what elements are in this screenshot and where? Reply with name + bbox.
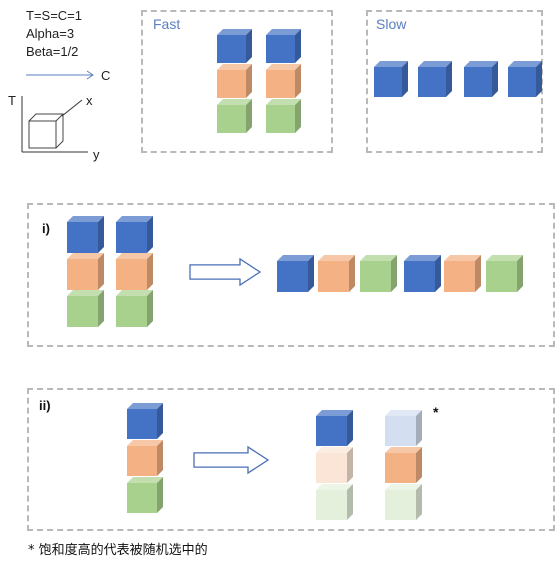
row-i-label: i): [42, 221, 50, 236]
legend-line-2: Alpha=3: [26, 26, 75, 41]
fast-cube-c2-r2: [266, 64, 301, 98]
fast-cube-c1-r2: [217, 64, 252, 98]
slow-cube-3: [464, 61, 498, 97]
slow-cube-2: [418, 61, 452, 97]
row-i-stack-cube-c2-r2: [116, 253, 153, 290]
row-ii-arrow: [193, 445, 270, 475]
row-ii-stack-cube-r1: [127, 403, 163, 439]
row-i-stack-cube-c2-r3: [116, 290, 153, 327]
row-i-seq-cube-6: [486, 255, 523, 292]
fast-cube-c2-r3: [266, 99, 301, 133]
row-ii-result-cube-c2-r1: [385, 410, 422, 446]
legend-cube-front: [28, 120, 57, 149]
row-i-stack-cube-c1-r1: [67, 216, 104, 253]
footnote: * 饱和度高的代表被随机选中的: [28, 543, 208, 558]
legend-cube-edge: [55, 113, 64, 122]
row-i-stack-cube-c1-r3: [67, 290, 104, 327]
row-i-arrow: [189, 257, 262, 287]
axis-y-label: y: [93, 147, 100, 162]
legend-line-1: T=S=C=1: [26, 8, 83, 23]
row-ii-result-cube-c1-r1: [316, 410, 353, 446]
row-i-seq-cube-2: [318, 255, 355, 292]
row-ii-result-cube-c2-r3: [385, 484, 422, 520]
row-ii-result-cube-c1-r3: [316, 484, 353, 520]
axis-x-label: x: [86, 93, 93, 108]
row-i-seq-cube-4: [404, 255, 441, 292]
row-i-stack-cube-c1-r2: [67, 253, 104, 290]
row-ii-result-cube-c1-r2: [316, 447, 353, 483]
slow-cube-4: [508, 61, 542, 97]
row-ii-result-cube-c2-r2: [385, 447, 422, 483]
axis-t-label: T: [8, 93, 16, 108]
slow-cube-1: [374, 61, 408, 97]
legend-line-3: Beta=1/2: [26, 44, 79, 59]
slow-title: Slow: [376, 16, 407, 32]
row-i-seq-cube-5: [444, 255, 481, 292]
fast-cube-c2-r1: [266, 29, 301, 63]
row-i-stack-cube-c2-r1: [116, 216, 153, 253]
row-i-seq-cube-3: [360, 255, 397, 292]
fast-panel: [141, 10, 333, 153]
fast-cube-c1-r3: [217, 99, 252, 133]
axis-c-label: C: [101, 68, 111, 83]
axis-x-line: [61, 99, 83, 117]
row-ii-stack-cube-r3: [127, 477, 163, 513]
axis-c-arrowhead: [86, 70, 94, 80]
fast-cube-c1-r1: [217, 29, 252, 63]
row-ii-panel: [27, 388, 555, 531]
row-ii-label: ii): [39, 398, 51, 413]
row-ii-stack-cube-r2: [127, 440, 163, 476]
selection-star: *: [433, 404, 439, 420]
row-i-seq-cube-1: [277, 255, 314, 292]
row-i-panel: [27, 203, 555, 347]
fast-title: Fast: [153, 16, 181, 32]
